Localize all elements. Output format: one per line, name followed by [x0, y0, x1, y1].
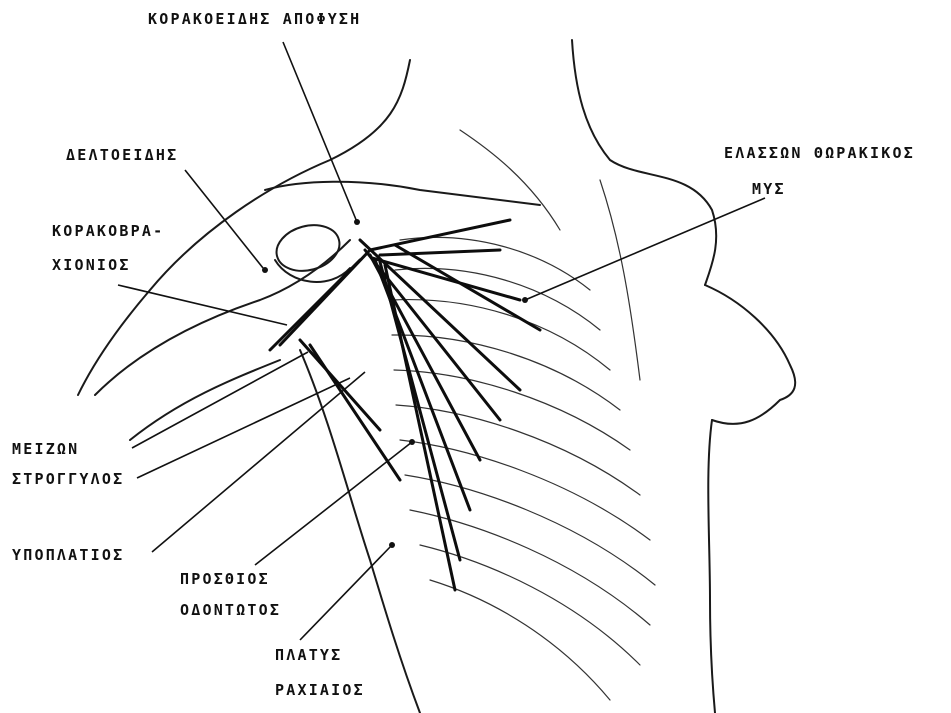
- label-coracobrachialis-line2: ΧΙΟΝΙΟΣ: [52, 256, 131, 274]
- label-pectoralis-minor-line1: ΕΛΑΣΣΩΝ ΘΩΡΑΚΙΚΟΣ: [724, 144, 915, 162]
- label-serratus-anterior-line1: ΠΡΟΣΘΙΟΣ: [180, 570, 270, 588]
- label-coracoid-process: ΚΟΡΑΚΟΕΙΔΗΣ ΑΠΟΦΥΣΗ: [148, 10, 361, 28]
- label-latissimus-dorsi-line1: ΠΛΑΤΥΣ: [275, 646, 342, 664]
- muscle-fibres: [270, 220, 540, 590]
- label-pectoralis-minor-line2: ΜΥΣ: [752, 180, 786, 198]
- leader-latissimus: [300, 545, 392, 640]
- leader-coracoid: [283, 42, 357, 222]
- leader-serratus: [255, 442, 412, 565]
- label-coracobrachialis-line1: ΚΟΡΑΚΟΒΡΑ-: [52, 222, 164, 240]
- label-serratus-anterior-line2: ΟΔΟΝΤΩΤΟΣ: [180, 601, 281, 619]
- leader-coracobrachialis: [118, 285, 287, 325]
- label-teres-major-line1: ΜΕΙΖΩΝ: [12, 440, 79, 458]
- label-teres-major-line2: ΣΤΡΟΓΓΥΛΟΣ: [12, 470, 124, 488]
- label-deltoid: ΔΕΛΤΟΕΙΔΗΣ: [66, 146, 178, 164]
- label-subscapularis: ΥΠΟΠΛΑΤΙΟΣ: [12, 546, 124, 564]
- humeral-head: [262, 218, 350, 281]
- leader-teres-major-a: [132, 352, 308, 448]
- leader-deltoid: [185, 170, 263, 268]
- label-latissimus-dorsi-line2: ΡΑΧΙΑΙΟΣ: [275, 681, 365, 699]
- rib-cage: [392, 130, 655, 700]
- leader-subscapularis: [152, 372, 365, 552]
- leader-pectoralis-minor: [525, 198, 765, 300]
